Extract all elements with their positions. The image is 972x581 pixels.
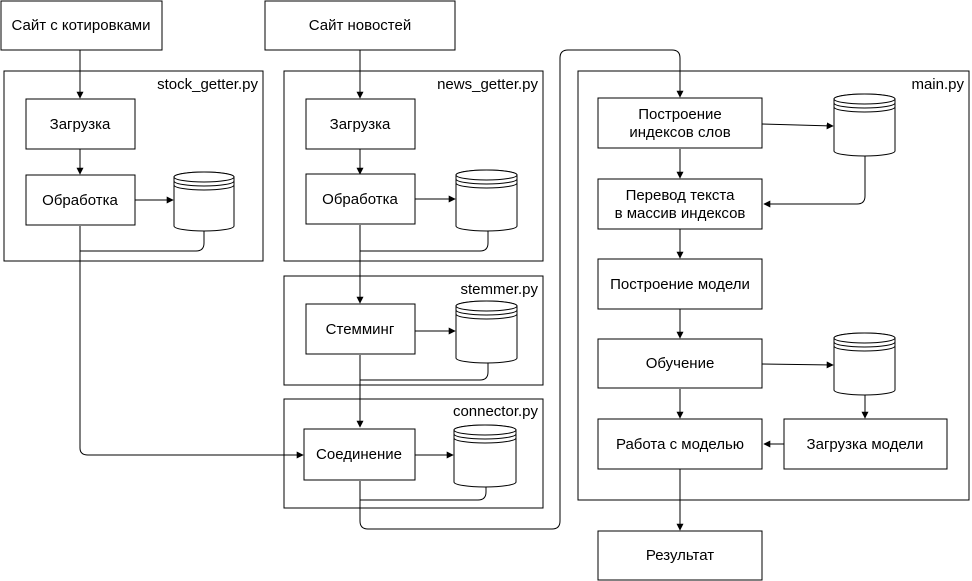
translate-line1: Перевод текста xyxy=(626,187,736,204)
training-box xyxy=(597,338,763,389)
connector-db-icon xyxy=(453,424,517,488)
stock-db-icon xyxy=(173,171,235,232)
connector-label: connector.py xyxy=(453,403,539,420)
quotes-site-box xyxy=(0,0,163,51)
stemmer-frame xyxy=(283,275,544,386)
build-index-node: Построение индексов слов xyxy=(597,97,763,149)
model-db-icon xyxy=(833,332,896,396)
edge-join-db-return xyxy=(360,487,487,501)
quotes-site-node: Сайт с котировками xyxy=(0,0,163,51)
news-site-text: Сайт новостей xyxy=(309,17,411,34)
build-model-node: Построение модели xyxy=(597,258,763,310)
connector-module: connector.py xyxy=(283,398,544,509)
news-processing-node: Обработка xyxy=(305,173,416,225)
load-model-node: Загрузка модели xyxy=(783,418,948,470)
stemmer-module: stemmer.py xyxy=(283,275,544,386)
build-model-text: Построение модели xyxy=(610,276,750,293)
main-frame xyxy=(577,70,970,501)
result-node: Результат xyxy=(597,530,763,581)
training-node: Обучение xyxy=(597,338,763,389)
edge-news-db-return xyxy=(360,231,489,252)
stemmer-db-icon xyxy=(455,300,518,364)
news-db-icon xyxy=(455,169,518,232)
news-getter-label: news_getter.py xyxy=(437,76,538,93)
translate-node: Перевод текста в массив индексов xyxy=(597,178,763,230)
load-model-text: Загрузка модели xyxy=(807,436,924,453)
stock-processing-text: Обработка xyxy=(42,192,118,209)
stock-getter-frame xyxy=(3,70,264,262)
work-model-box xyxy=(597,418,763,470)
news-getter-frame xyxy=(283,70,544,262)
stemming-node: Стемминг xyxy=(305,303,416,355)
build-index-line1: Построение xyxy=(638,106,722,123)
databases xyxy=(173,93,896,488)
stock-download-box xyxy=(25,98,136,150)
work-model-node: Работа с моделью xyxy=(597,418,763,470)
stemmer-label: stemmer.py xyxy=(460,281,538,298)
news-download-node: Загрузка xyxy=(305,98,416,150)
news-site-node: Сайт новостей xyxy=(264,0,456,51)
stock-getter-label: stock_getter.py xyxy=(157,76,258,93)
work-model-text: Работа с моделью xyxy=(616,436,744,453)
edge-index-to-db xyxy=(761,122,834,130)
edge-db-to-translate xyxy=(763,156,866,208)
result-text: Результат xyxy=(646,547,714,564)
translate-box xyxy=(597,178,763,230)
build-model-box xyxy=(597,258,763,310)
stemming-text: Стемминг xyxy=(326,321,395,338)
training-text: Обучение xyxy=(646,355,715,372)
news-getter-module: news_getter.py xyxy=(283,70,544,262)
translate-line2: в массив индексов xyxy=(615,205,746,222)
news-site-box xyxy=(264,0,456,51)
quotes-site-text: Сайт с котировками xyxy=(12,17,151,34)
news-processing-text: Обработка xyxy=(322,191,398,208)
result-box xyxy=(597,530,763,581)
stock-getter-module: stock_getter.py xyxy=(3,70,264,262)
news-download-text: Загрузка xyxy=(330,116,391,133)
stock-processing-box xyxy=(25,174,136,226)
edge-training-to-db xyxy=(761,361,834,369)
stemming-box xyxy=(305,303,416,355)
edge-stock-to-join xyxy=(79,226,304,459)
edges xyxy=(76,49,869,531)
stock-download-text: Загрузка xyxy=(50,116,111,133)
news-download-box xyxy=(305,98,416,150)
join-text: Соединение xyxy=(316,446,402,463)
build-index-line2: индексов слов xyxy=(629,124,730,141)
load-model-box xyxy=(783,418,948,470)
stock-download-node: Загрузка xyxy=(25,98,136,150)
join-node: Соединение xyxy=(303,428,416,481)
edge-connector-to-main xyxy=(359,49,684,530)
edge-stemming-db-return xyxy=(360,363,489,381)
index-db-icon xyxy=(833,93,896,157)
news-processing-box xyxy=(305,173,416,225)
main-label: main.py xyxy=(911,76,964,93)
edge-stock-db-return xyxy=(80,231,205,252)
connector-frame xyxy=(283,398,544,509)
main-module: main.py xyxy=(577,70,970,501)
build-index-box xyxy=(597,97,763,149)
join-box xyxy=(303,428,416,481)
stock-processing-node: Обработка xyxy=(25,174,136,226)
